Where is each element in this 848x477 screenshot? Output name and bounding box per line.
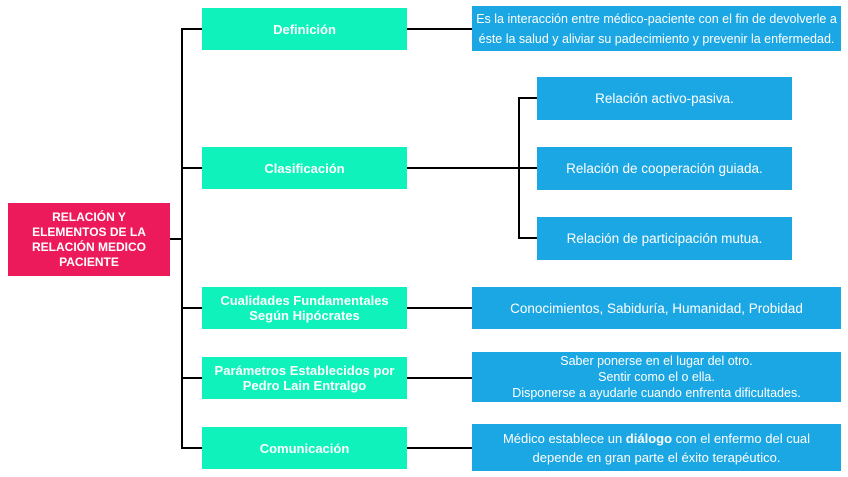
connector-clasificacion-bottom [520,237,537,239]
leaf-relacion-participacion-mutua-label: Relación de participación mutua. [566,231,763,246]
leaf-parametros-line: Saber ponerse en el lugar del otro. [560,354,753,368]
branch-clasificacion-label: Clasificación [264,160,345,176]
connector-root-link [170,238,181,240]
leaf-relacion-activo-pasiva-label: Relación activo-pasiva. [595,91,734,106]
leaf-definicion-detail: Es la interacción entre médico-paciente … [472,6,841,51]
branch-parametros: Parámetros Establecidos por Pedro Lain E… [202,357,407,399]
leaf-relacion-cooperacion-guiada: Relación de cooperación guiada. [537,147,792,190]
leaf-cualidades-detail-label: Conocimientos, Sabiduría, Humanidad, Pro… [510,300,803,316]
leaf-parametros-line: Sentir como el o ella. [598,370,715,384]
connector-parametros-detail [407,377,472,379]
root-label-line: PACIENTE [59,254,119,269]
leaf-comunicacion-line1-bold: diálogo [625,430,673,446]
connector-clasificacion-main [407,167,537,169]
connector-clasificacion-top [520,97,537,99]
branch-definicion: Definición [202,8,407,50]
connector-parametros-stub [183,377,202,379]
leaf-definicion-line: éste la salud y aliviar su padecimiento … [478,31,835,46]
connector-definicion-stub [183,28,202,30]
leaf-definicion-line: Es la interacción entre médico-paciente … [476,11,837,26]
leaf-relacion-cooperacion-guiada-label: Relación de cooperación guiada. [566,161,763,176]
connector-clasificacion-vertical [518,97,520,239]
branch-cualidades-label-line: Según Hipócrates [249,308,360,323]
leaf-comunicacion-line1-post: con el enfermo del cual [672,430,811,446]
branch-cualidades: Cualidades Fundamentales Según Hipócrate… [202,287,407,329]
connector-comunicacion-detail [407,447,472,449]
root-label-line: RELACIÓN MEDICO [32,239,146,254]
leaf-parametros-line: Disponerse a ayudarle cuando enfrenta di… [512,386,801,400]
leaf-comunicacion-line2: depende en gran parte el éxito terapéuti… [532,449,781,465]
leaf-parametros-detail: Saber ponerse en el lugar del otro. Sent… [472,352,841,402]
branch-definicion-label: Definición [273,21,336,37]
leaf-relacion-activo-pasiva: Relación activo-pasiva. [537,77,792,120]
connector-cualidades-stub [183,307,202,309]
leaf-relacion-participacion-mutua: Relación de participación mutua. [537,217,792,260]
connector-trunk [181,28,183,449]
connector-comunicacion-stub [183,447,202,449]
branch-comunicacion-label: Comunicación [259,440,350,456]
branch-comunicacion: Comunicación [202,427,407,469]
branch-cualidades-label-line: Cualidades Fundamentales [220,293,389,308]
branch-clasificacion: Clasificación [202,147,407,189]
leaf-comunicacion-line1: Médico establece un diálogo con el enfer… [503,429,810,448]
connector-definicion-detail [407,28,472,30]
branch-parametros-label-line: Parámetros Establecidos por [214,363,395,378]
connector-cualidades-detail [407,307,472,309]
leaf-cualidades-detail: Conocimientos, Sabiduría, Humanidad, Pro… [472,287,841,329]
root-node: RELACIÓN Y ELEMENTOS DE LA RELACIÓN MEDI… [8,203,170,276]
root-label-line: ELEMENTOS DE LA [32,224,146,239]
leaf-comunicacion-line1-pre: Médico establece un [502,430,626,446]
connector-clasificacion-stub [183,167,202,169]
leaf-comunicacion-detail: Médico establece un diálogo con el enfer… [472,424,841,471]
branch-parametros-label-line: Pedro Lain Entralgo [242,378,367,393]
root-label-line: RELACIÓN Y [52,209,126,224]
